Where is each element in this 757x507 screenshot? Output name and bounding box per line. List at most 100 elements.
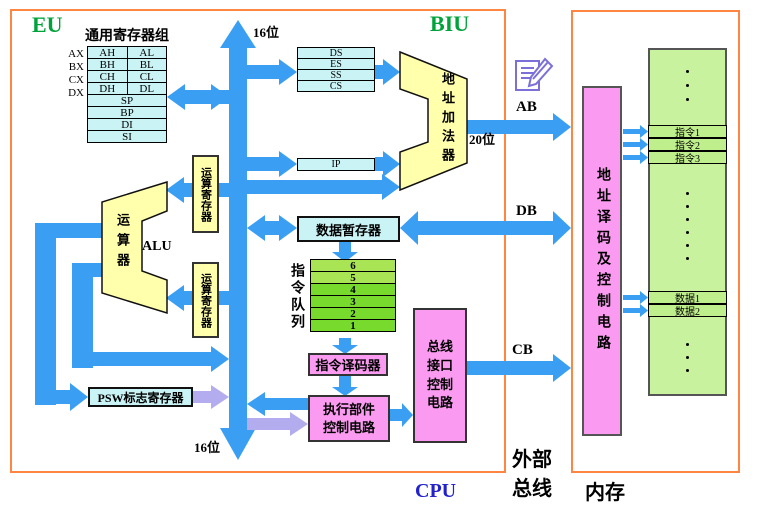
memory-boundary <box>571 10 740 473</box>
bus-to-ip-arrow <box>247 157 281 171</box>
address-adder-label: 地址加法器 <box>440 72 455 167</box>
queue-to-decoder-arrow <box>339 338 351 347</box>
eu-control-circuit: 执行部件 控制电路 <box>308 395 390 442</box>
bus-interface-line3: 控制 <box>426 376 453 392</box>
instruction-queue: 6 5 4 3 2 1 <box>310 259 396 332</box>
table-row: CH CL <box>87 70 167 83</box>
table-row: DH DL <box>87 82 167 95</box>
alu-name-label: 运算器 <box>115 213 130 273</box>
gpr-cell-bp: BP <box>120 106 134 119</box>
external-bus-label-line1: 外部 <box>512 449 552 471</box>
memory-ellipsis-dot <box>686 84 689 87</box>
table-row: SP <box>87 94 167 107</box>
db-arrow <box>416 221 555 235</box>
gpr-cell-bh: BH <box>99 58 115 71</box>
psw-register-label: PSW标志寄存器 <box>97 390 184 405</box>
yellow-units <box>101 50 468 315</box>
memory-instruction-row: 指令3 <box>648 151 727 165</box>
memory-ellipsis-dot <box>686 218 689 221</box>
gpr-cell-al: AL <box>126 47 167 59</box>
flag-paths <box>193 385 308 436</box>
cpu-label: CPU <box>415 480 457 502</box>
memory-data-row: 数据2 <box>648 304 727 318</box>
data-buffer: 数据暂存器 <box>297 216 400 242</box>
memory-ellipsis-dot <box>686 257 689 260</box>
memory-ellipsis-dot <box>686 343 689 346</box>
memory-ellipsis-dot <box>686 244 689 247</box>
gpr-cell-ch: CH <box>99 70 115 83</box>
memory-instruction-row: 指令1 <box>648 125 727 139</box>
segment-register-cs: CS <box>297 80 375 92</box>
gpr-cell-sp: SP <box>120 94 134 107</box>
table-row: BH BL <box>87 58 167 71</box>
gpr-cell-di: DI <box>121 118 133 131</box>
main-bus-top-arrowhead <box>220 20 256 48</box>
gpr-cell-dl: DL <box>126 83 167 95</box>
address-decode-control-label: 地址译码及控制电路 <box>595 166 610 356</box>
bus-databuffer-arrow <box>263 221 281 235</box>
segreg-to-adder-arrow <box>375 65 385 79</box>
memory-ellipsis-dot <box>686 205 689 208</box>
bus-to-segreg-arrow <box>247 65 281 79</box>
alu-abbr-label: ALU <box>142 239 172 254</box>
cpu-boundary <box>10 9 506 473</box>
gpr-cell-ah: AH <box>99 46 116 59</box>
temp-register-bottom-label: 运算寄存器 <box>199 272 212 328</box>
bus-interface-line4: 电路 <box>426 395 453 411</box>
gpr-row-label-cx: CX <box>68 74 84 86</box>
memory-ellipsis-dot <box>686 231 689 234</box>
bus-to-eucontrol-arrow <box>247 418 292 430</box>
gpr-cell-si: SI <box>122 130 132 143</box>
temp-register-top: 运算寄存器 <box>192 155 219 233</box>
temp-register-top-label: 运算寄存器 <box>199 166 212 222</box>
memory-label: 内存 <box>585 482 625 504</box>
ip-register-label: IP <box>331 159 341 170</box>
instruction-decoder: 指令译码器 <box>308 353 388 376</box>
eu-control-line2: 控制电路 <box>322 419 375 435</box>
gpr-cell-dh: DH <box>99 82 116 95</box>
eucontrol-to-bus-arrow <box>263 398 308 410</box>
table-row: AH AL <box>87 46 167 59</box>
alu-shape <box>101 180 168 315</box>
table-row: SI <box>87 130 167 143</box>
external-bus-label-line2: 总线 <box>512 478 552 500</box>
queue-slot: 1 <box>310 319 396 332</box>
main-bus-bottom-arrowhead <box>220 428 256 460</box>
decoder-to-eucontrol-arrow <box>339 375 351 389</box>
alu-feedback-inner-v <box>72 263 93 368</box>
address-adder-shape <box>399 50 468 192</box>
adder-width-label: 20位 <box>469 132 496 147</box>
instruction-queue-label: 指令队列 <box>289 263 304 331</box>
gpr-row-label-ax: AX <box>68 48 84 60</box>
memory-array <box>648 48 727 396</box>
ip-register: IP <box>297 158 375 171</box>
main-bus <box>229 42 247 434</box>
gpr-cell-bl: BL <box>126 59 167 71</box>
alu-feedback-outer-v <box>35 223 56 405</box>
feedback-to-bus-arrow <box>72 352 213 366</box>
bus-width-bottom-label: 16位 <box>194 440 221 455</box>
cb-arrow <box>467 361 555 375</box>
bus-to-adder-arrow <box>247 180 384 194</box>
eucontrol-to-businterface-arrow <box>390 409 404 421</box>
data-buffer-label: 数据暂存器 <box>315 222 381 238</box>
biu-label: BIU <box>430 11 470 36</box>
memory-instruction-row: 指令2 <box>648 138 727 152</box>
db-label: DB <box>516 203 537 219</box>
memory-ellipsis-dot <box>686 98 689 101</box>
memory-ellipsis-dot <box>686 356 689 359</box>
memory-ellipsis-dot <box>686 369 689 372</box>
segment-register-es: ES <box>297 58 375 70</box>
address-decode-control: 地址译码及控制电路 <box>582 86 622 436</box>
document-edit-icon <box>515 57 554 91</box>
bus-interface-control: 总线 接口 控制 电路 <box>413 308 467 443</box>
segment-register-block: DS ES SS CS <box>297 47 375 92</box>
instruction-decoder-label: 指令译码器 <box>315 358 381 373</box>
gpr-row-label-dx: DX <box>68 87 84 99</box>
table-row: DI <box>87 118 167 131</box>
gpr-title: 通用寄存器组 <box>85 29 169 44</box>
ip-to-adder-arrow <box>375 157 385 171</box>
gpr-row-label-bx: BX <box>68 61 84 73</box>
memory-ellipsis-dot <box>686 70 689 73</box>
